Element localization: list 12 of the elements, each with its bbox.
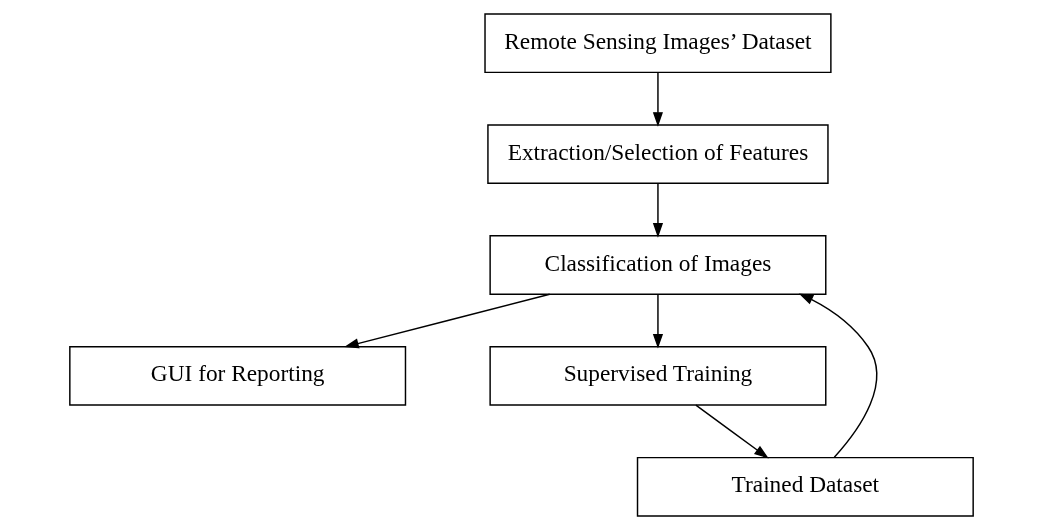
node-box: Classification of Images [488, 235, 826, 295]
arrow [343, 293, 550, 349]
node-box: Remote Sensing Images’ Dataset [483, 13, 832, 74]
arrow [652, 71, 663, 127]
arrow [694, 404, 769, 459]
node-box: Supervised Training [488, 346, 826, 406]
arrow [652, 182, 663, 238]
node-box: GUI for Reporting [68, 346, 406, 406]
node-box: Extraction/Selection of Features [486, 124, 829, 184]
arrow [652, 293, 663, 349]
arrow [798, 293, 877, 458]
node-box: Trained Dataset [636, 456, 974, 517]
